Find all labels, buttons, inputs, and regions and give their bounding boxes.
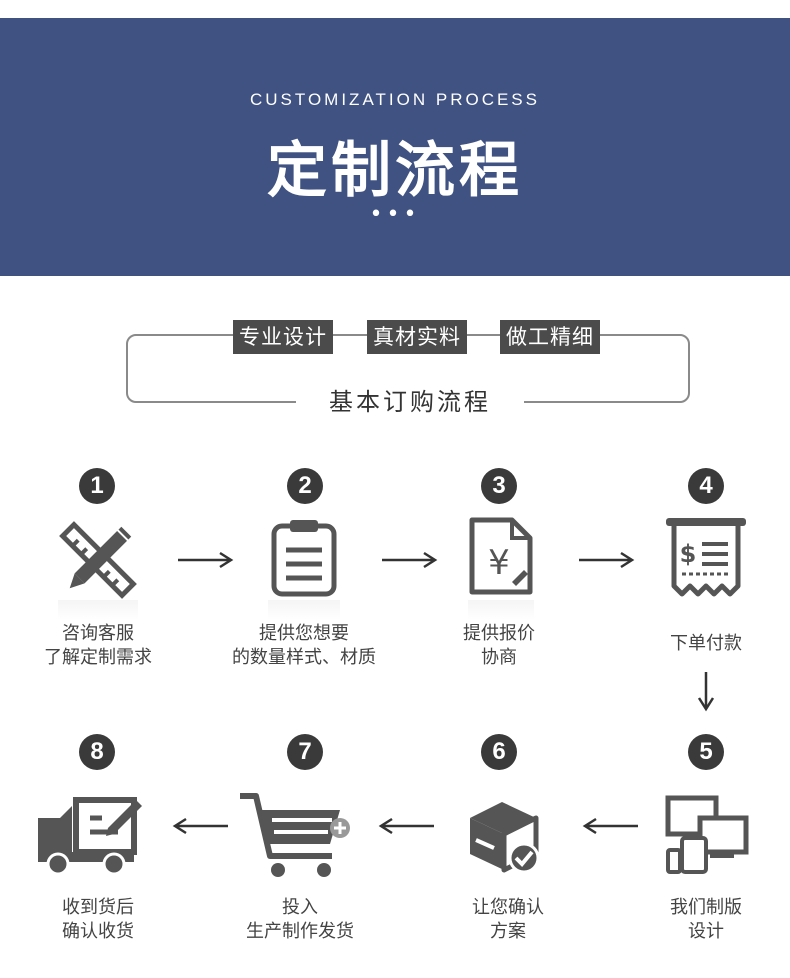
- arrow-left-icon: [172, 816, 228, 836]
- step-number-7: 7: [287, 734, 323, 770]
- quote-document-icon: ¥: [468, 516, 534, 596]
- step-label-2: 提供您想要 的数量样式、材质: [214, 622, 394, 670]
- tag-real-materials: 真材实料: [367, 320, 467, 354]
- step-label-3: 提供报价 协商: [409, 622, 589, 670]
- step-number-4: 4: [688, 468, 724, 504]
- step-label-line: 下单付款: [670, 633, 742, 654]
- arrow-right-icon: [382, 550, 438, 570]
- icon-reflection: [268, 600, 340, 620]
- step-label-line: 方案: [490, 921, 526, 942]
- tag-professional-design: 专业设计: [233, 320, 333, 354]
- step-label-4: 下单付款: [616, 632, 790, 656]
- step-label-line: 了解定制需求: [44, 647, 152, 668]
- step-number-3: 3: [481, 468, 517, 504]
- header-banner: CUSTOMIZATION PROCESS 定制流程 •••: [0, 18, 790, 276]
- step-label-line: 咨询客服: [62, 623, 134, 644]
- step-number-2: 2: [287, 468, 323, 504]
- arrow-right-icon: [579, 550, 635, 570]
- frame-title: 基本订购流程: [296, 385, 524, 419]
- step-label-5: 我们制版 设计: [616, 896, 790, 944]
- step-label-line: 协商: [481, 647, 517, 668]
- icon-reflection: [468, 600, 534, 620]
- step-label-1: 咨询客服 了解定制需求: [8, 622, 188, 670]
- step-number-5: 5: [688, 734, 724, 770]
- step-label-line: 投入: [282, 897, 318, 918]
- step-label-8: 收到货后 确认收货: [8, 896, 188, 944]
- step-label-line: 生产制作发货: [246, 921, 354, 942]
- icon-reflection: [58, 600, 138, 620]
- receipt-icon: $: [664, 516, 748, 600]
- step-label-line: 提供报价: [463, 623, 535, 644]
- step-label-line: 确认收货: [62, 921, 134, 942]
- arrow-left-icon: [378, 816, 434, 836]
- step-label-line: 的数量样式、材质: [232, 647, 376, 668]
- step-number-8: 8: [79, 734, 115, 770]
- banner-title: 定制流程: [267, 136, 523, 206]
- banner-subtitle: CUSTOMIZATION PROCESS: [249, 90, 540, 109]
- step-label-6: 让您确认 方案: [418, 896, 598, 944]
- package-check-icon: [464, 796, 544, 876]
- step-label-line: 我们制版: [670, 897, 742, 918]
- step-label-7: 投入 生产制作发货: [210, 896, 390, 944]
- devices-icon: [664, 794, 750, 876]
- svg-text:$: $: [680, 540, 697, 568]
- step-label-line: 收到货后: [62, 897, 134, 918]
- step-number-1: 1: [79, 468, 115, 504]
- svg-text:¥: ¥: [488, 543, 510, 583]
- step-number-6: 6: [481, 734, 517, 770]
- arrow-right-icon: [178, 550, 234, 570]
- clipboard-icon: [268, 518, 340, 598]
- arrow-left-icon: [582, 816, 638, 836]
- step-label-line: 设计: [688, 921, 724, 942]
- delivery-truck-icon: [36, 792, 148, 878]
- ruler-pencil-icon: [58, 520, 138, 600]
- banner-dots: •••: [369, 202, 421, 227]
- step-label-line: 提供您想要: [259, 623, 349, 644]
- arrow-down-icon: [696, 672, 716, 712]
- shopping-cart-icon: [236, 790, 352, 880]
- tag-fine-workmanship: 做工精细: [500, 320, 600, 354]
- step-label-line: 让您确认: [472, 897, 544, 918]
